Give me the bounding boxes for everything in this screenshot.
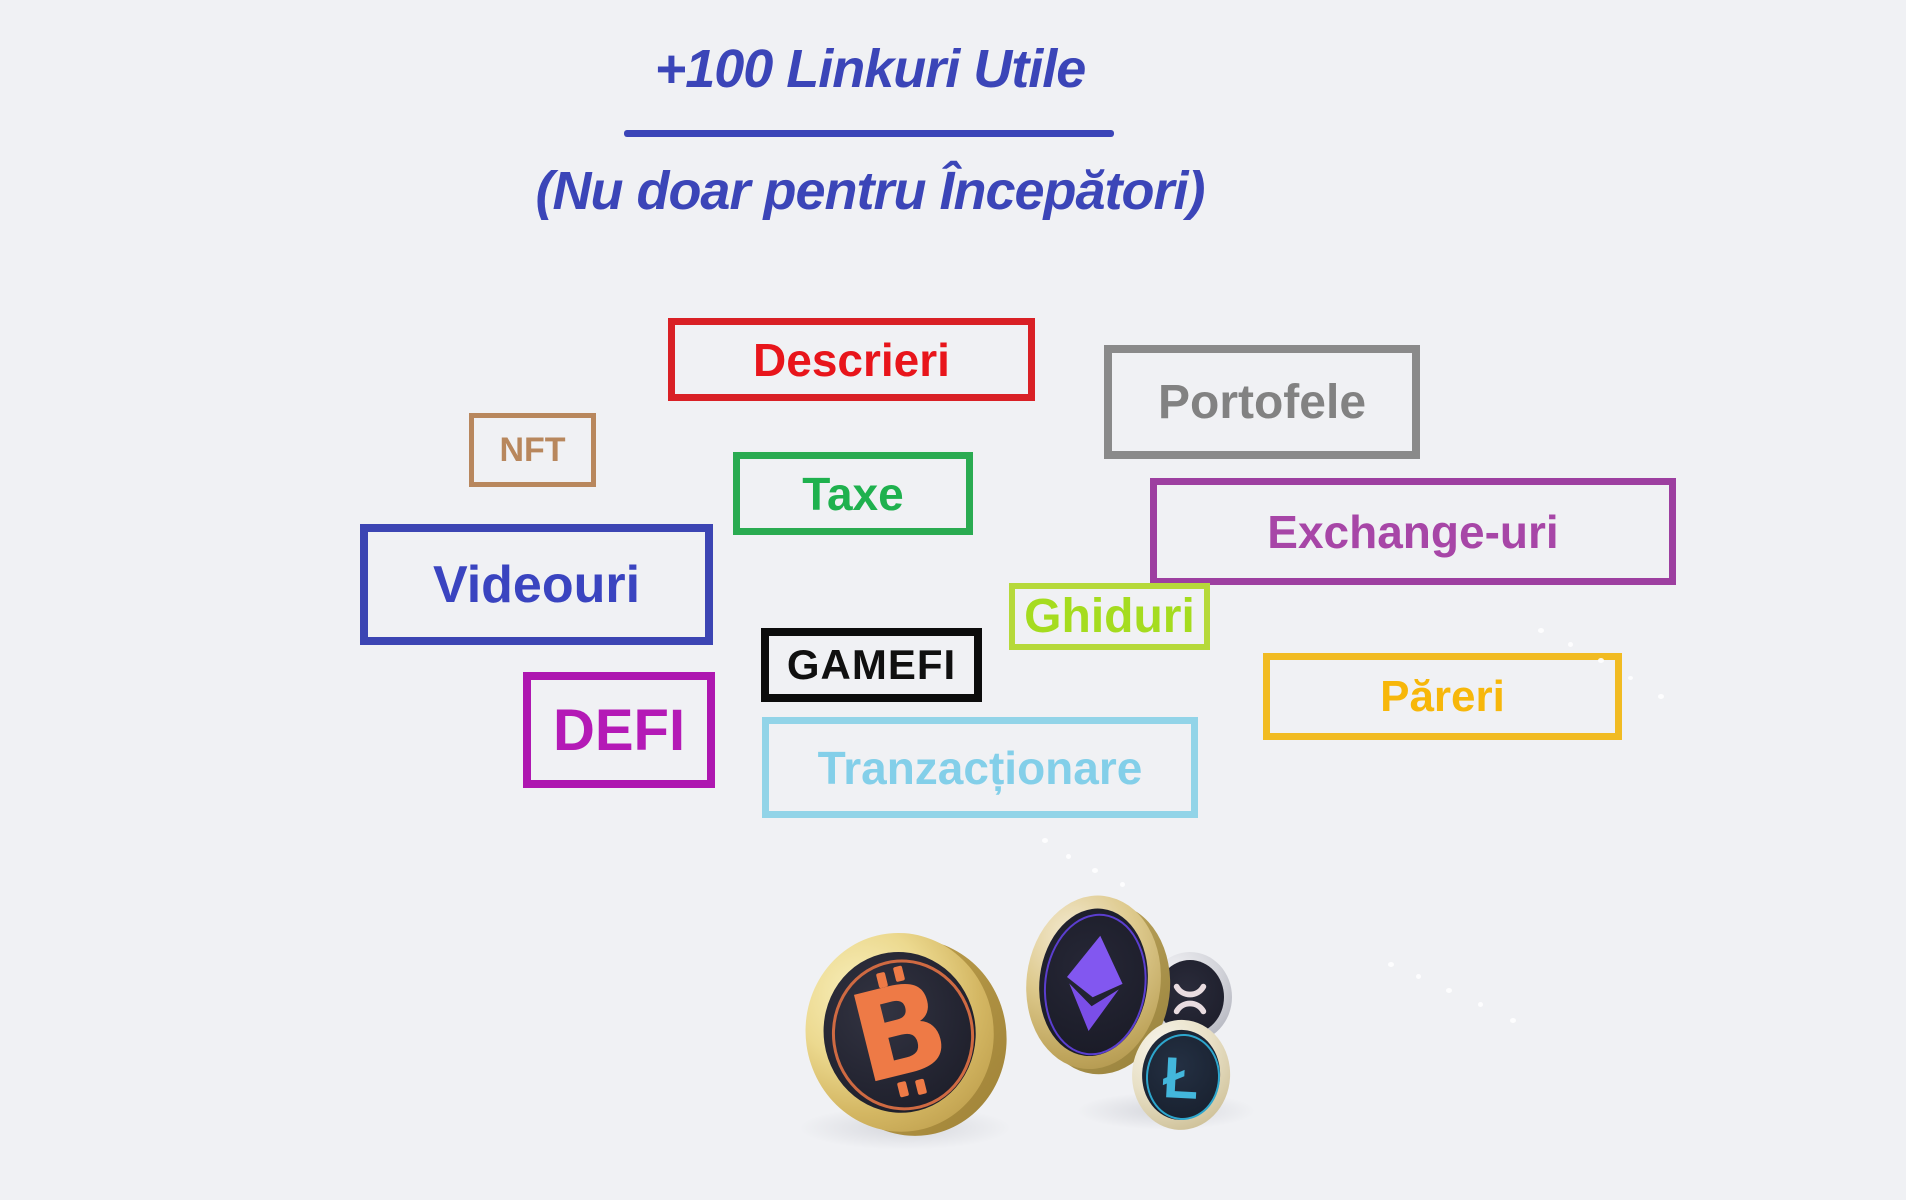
- category-box-portofele: Portofele: [1104, 345, 1420, 459]
- sparkle-dot: [1388, 962, 1394, 967]
- category-label-ghiduri: Ghiduri: [1024, 590, 1195, 643]
- sparkle-dot: [1092, 868, 1098, 873]
- sparkle-dot: [1658, 694, 1664, 699]
- category-box-gamefi: GAMEFI: [761, 628, 982, 702]
- category-label-descrieri: Descrieri: [753, 333, 950, 386]
- category-label-taxe: Taxe: [802, 467, 904, 520]
- sparkle-dot: [1568, 642, 1573, 647]
- category-box-taxe: Taxe: [733, 452, 973, 535]
- category-label-gamefi: GAMEFI: [786, 641, 957, 688]
- category-box-nft: NFT: [469, 413, 596, 487]
- sparkle-dot: [1446, 988, 1452, 993]
- sparkle-dot: [1066, 854, 1071, 859]
- sparkle-dot: [1510, 1018, 1516, 1023]
- sparkle-dot: [1628, 676, 1633, 680]
- category-label-pareri: Păreri: [1380, 671, 1505, 721]
- sparkle-dot: [1042, 838, 1048, 843]
- category-box-tranzactionare: Tranzacționare: [762, 717, 1198, 818]
- category-label-exchange-uri: Exchange-uri: [1267, 505, 1559, 558]
- page-subtitle: (Nu doar pentru Începători): [535, 161, 1205, 221]
- category-box-descrieri: Descrieri: [668, 318, 1035, 401]
- category-label-videouri: Videouri: [432, 555, 641, 614]
- bitcoin-coin-icon: B: [792, 919, 1020, 1150]
- ethereum-logo-icon: [1066, 935, 1123, 1032]
- sparkle-dot: [1598, 658, 1604, 663]
- page-title: +100 Linkuri Utile: [654, 39, 1087, 99]
- sparkle-dot: [1416, 974, 1421, 979]
- category-box-ghiduri: Ghiduri: [1009, 583, 1210, 650]
- category-label-nft: NFT: [499, 430, 566, 469]
- category-label-tranzactionare: Tranzacționare: [817, 741, 1143, 794]
- xrp-logo-icon: [1173, 983, 1207, 1015]
- category-box-exchange-uri: Exchange-uri: [1150, 478, 1676, 585]
- litecoin-symbol: Ł: [1161, 1044, 1201, 1112]
- category-box-pareri: Păreri: [1263, 653, 1622, 740]
- litecoin-coin-icon: Ł: [1129, 1017, 1237, 1136]
- sparkle-dot: [1120, 882, 1125, 887]
- ethereum-coin-icon: [1015, 887, 1182, 1086]
- title-underline: [624, 130, 1114, 137]
- sparkle-dot: [1478, 1002, 1483, 1007]
- category-label-defi: DEFI: [552, 697, 686, 763]
- category-box-videouri: Videouri: [360, 524, 713, 645]
- sparkle-dot: [1538, 628, 1544, 633]
- category-box-defi: DEFI: [523, 672, 715, 788]
- category-label-portofele: Portofele: [1157, 375, 1367, 429]
